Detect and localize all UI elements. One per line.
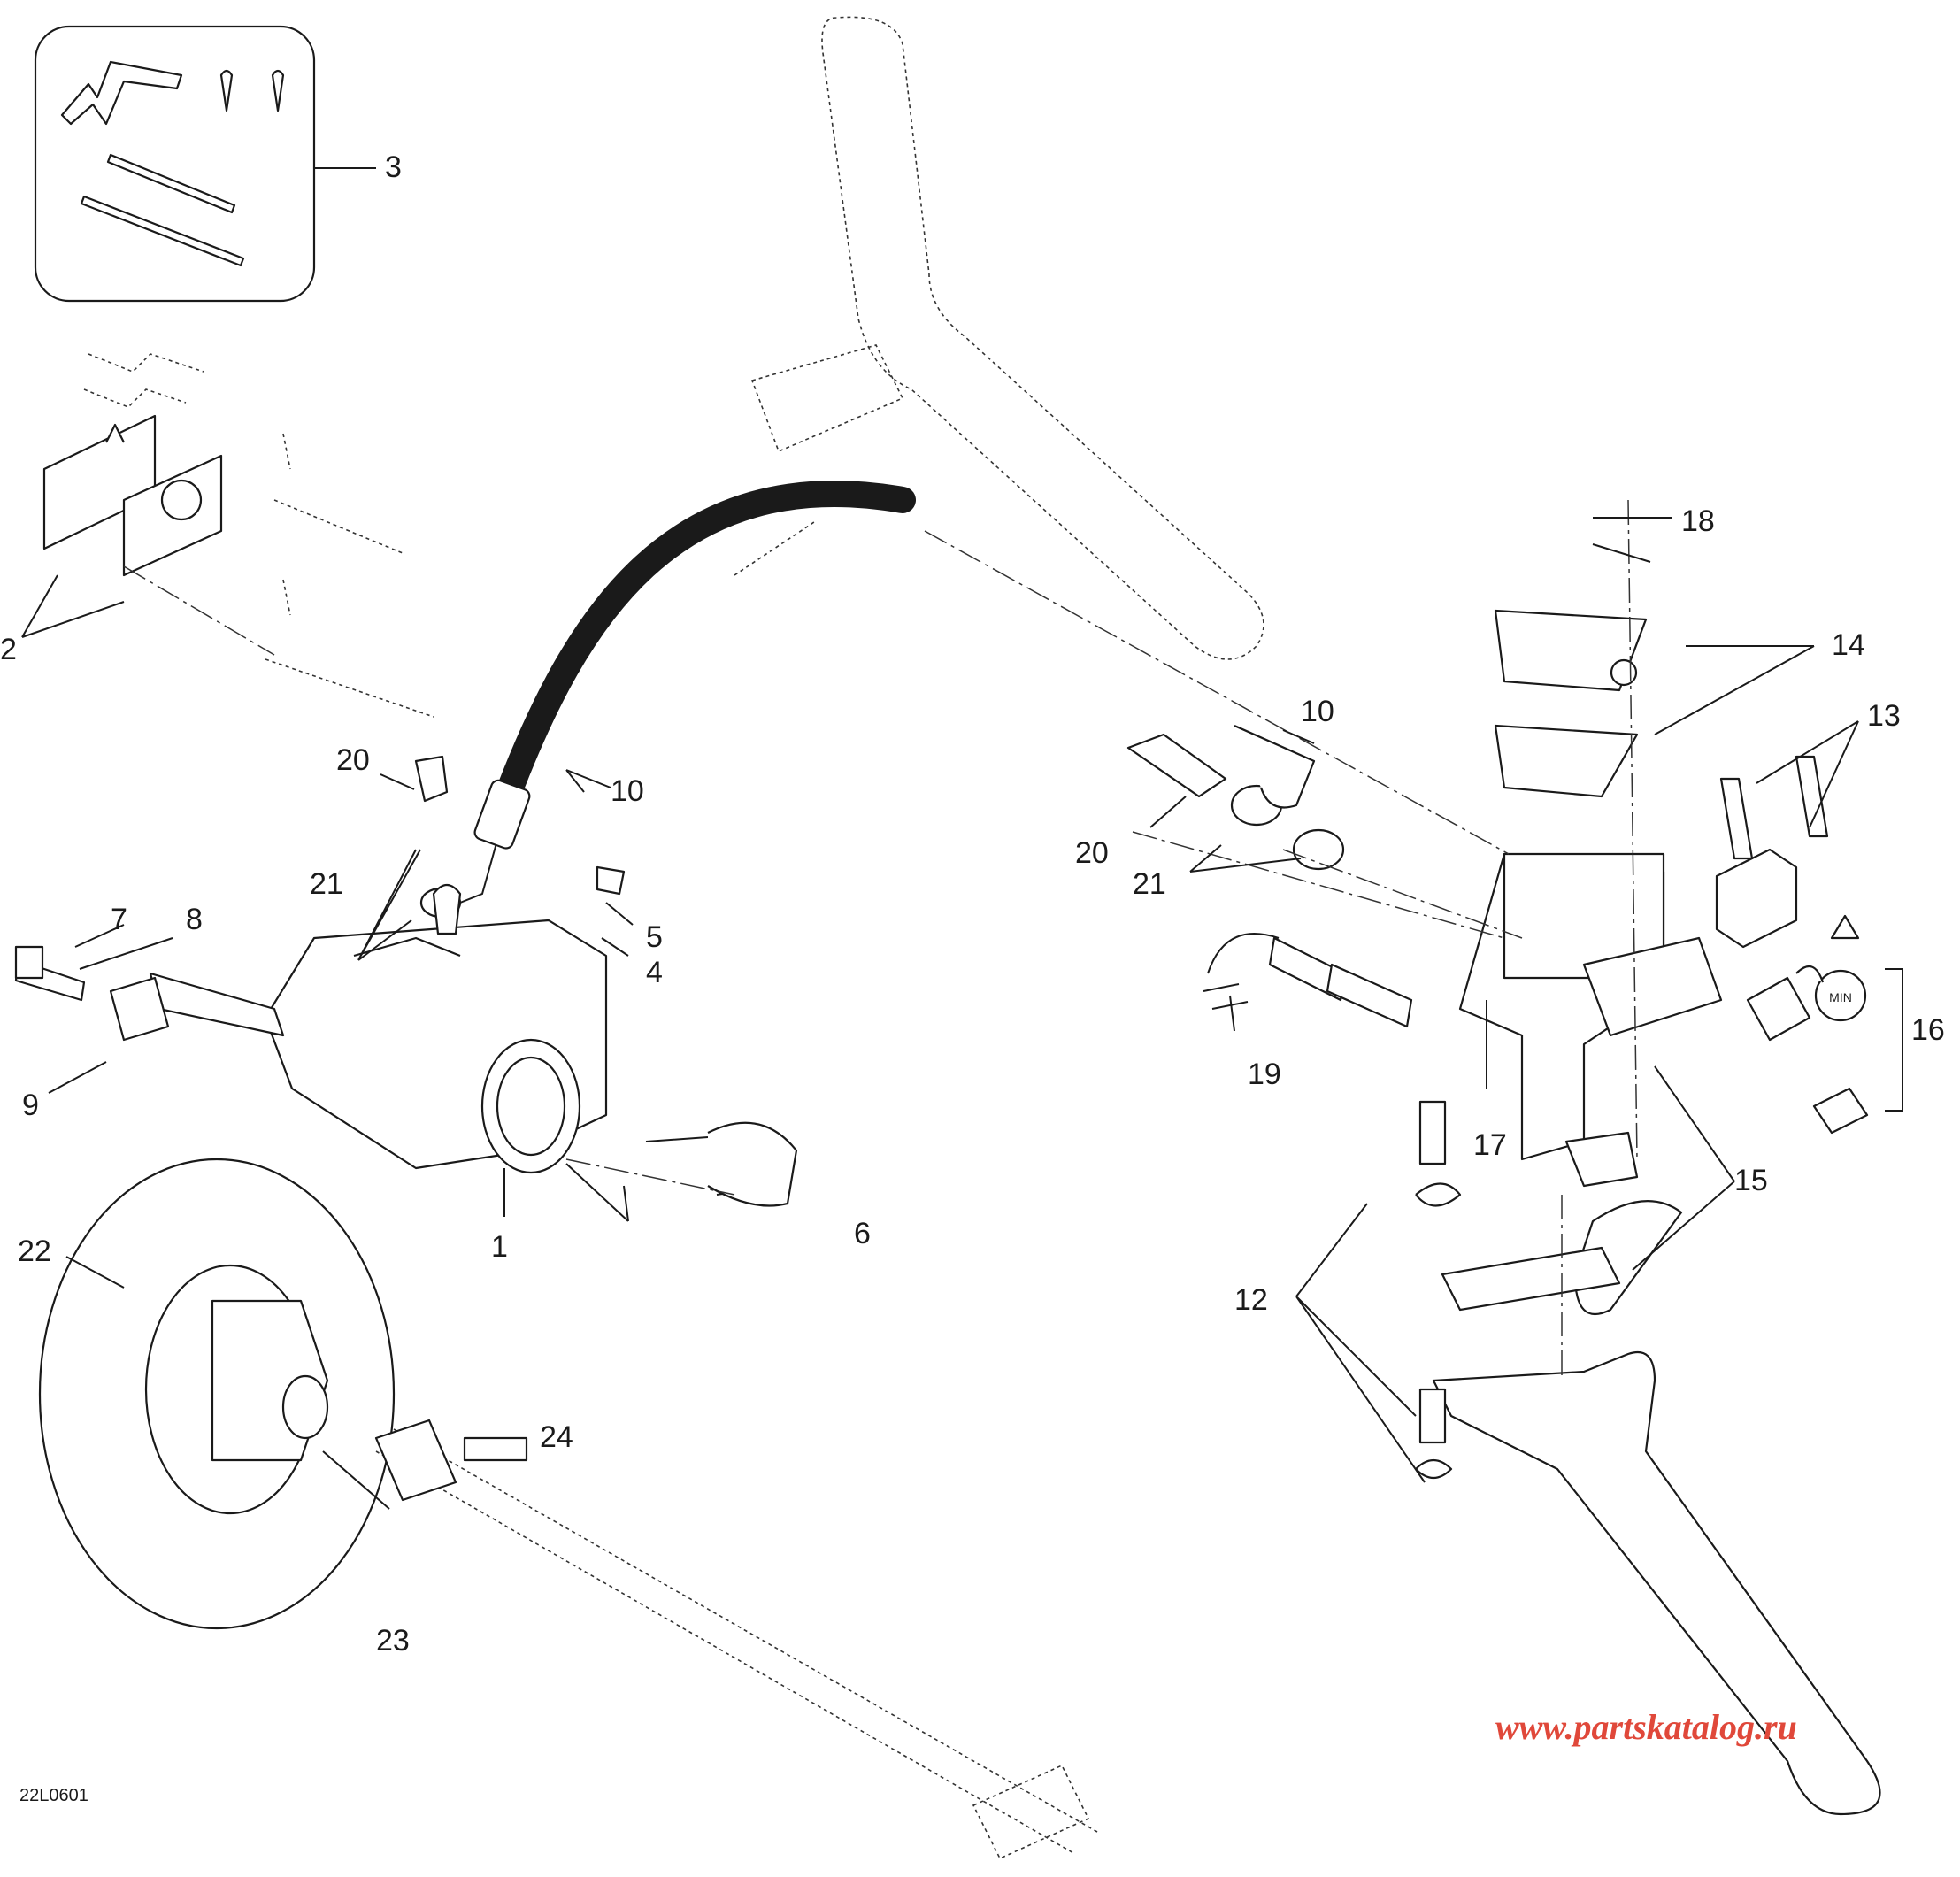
callout-23: 23 bbox=[376, 1624, 410, 1658]
sight-glass-label: MIN bbox=[1829, 990, 1852, 1004]
callout-20a: 20 bbox=[336, 743, 370, 777]
callout-4: 4 bbox=[646, 956, 663, 989]
watermark: www.partskatalog.ru bbox=[1495, 1707, 1797, 1747]
callout-14: 14 bbox=[1832, 628, 1865, 662]
brake-disc bbox=[38, 1158, 396, 1630]
callout-22: 22 bbox=[18, 1235, 51, 1268]
callout-7: 7 bbox=[111, 903, 127, 936]
sight-glass: MIN bbox=[1746, 914, 1869, 1135]
callout-16: 16 bbox=[1911, 1013, 1945, 1047]
drive-shaft bbox=[374, 1419, 1098, 1860]
callout-21a: 21 bbox=[310, 867, 343, 901]
master-cylinder bbox=[1441, 609, 1723, 1315]
brake-pads bbox=[42, 353, 434, 718]
callout-24: 24 bbox=[540, 1420, 573, 1454]
callout-3: 3 bbox=[385, 150, 402, 184]
brake-switch bbox=[1203, 933, 1413, 1028]
diagram-code: 22L0601 bbox=[19, 1786, 88, 1805]
caliper bbox=[14, 755, 798, 1207]
leader-lines bbox=[21, 167, 1903, 1510]
callout-10a: 10 bbox=[611, 774, 644, 808]
callout-9: 9 bbox=[22, 1089, 39, 1122]
brake-hose bbox=[419, 481, 916, 919]
callout-15: 15 bbox=[1734, 1164, 1768, 1197]
pad-kit-box bbox=[34, 25, 316, 303]
handlebar-outline bbox=[734, 16, 1264, 660]
brake-lever bbox=[1418, 1351, 1881, 1816]
centre-lines bbox=[123, 499, 1638, 1381]
callout-10b: 10 bbox=[1301, 695, 1334, 728]
shaft-key bbox=[463, 1436, 528, 1462]
callout-5: 5 bbox=[646, 920, 663, 954]
callout-12: 12 bbox=[1234, 1283, 1268, 1317]
callout-8: 8 bbox=[186, 903, 203, 936]
spring-pin bbox=[1415, 1100, 1462, 1480]
callout-18: 18 bbox=[1681, 504, 1715, 538]
callout-6: 6 bbox=[854, 1217, 871, 1250]
callout-labels: 3 2 10 20 21 5 4 7 8 9 1 6 22 24 23 10 2… bbox=[0, 150, 1945, 1658]
callout-19: 19 bbox=[1248, 1058, 1281, 1091]
callout-2: 2 bbox=[0, 633, 17, 666]
banjo-bolt bbox=[1126, 724, 1345, 871]
clamp bbox=[1715, 755, 1829, 949]
callout-21b: 21 bbox=[1133, 867, 1166, 901]
callout-1: 1 bbox=[491, 1230, 508, 1264]
callout-13: 13 bbox=[1867, 699, 1901, 733]
callout-17: 17 bbox=[1473, 1128, 1507, 1162]
callout-20b: 20 bbox=[1075, 836, 1109, 870]
